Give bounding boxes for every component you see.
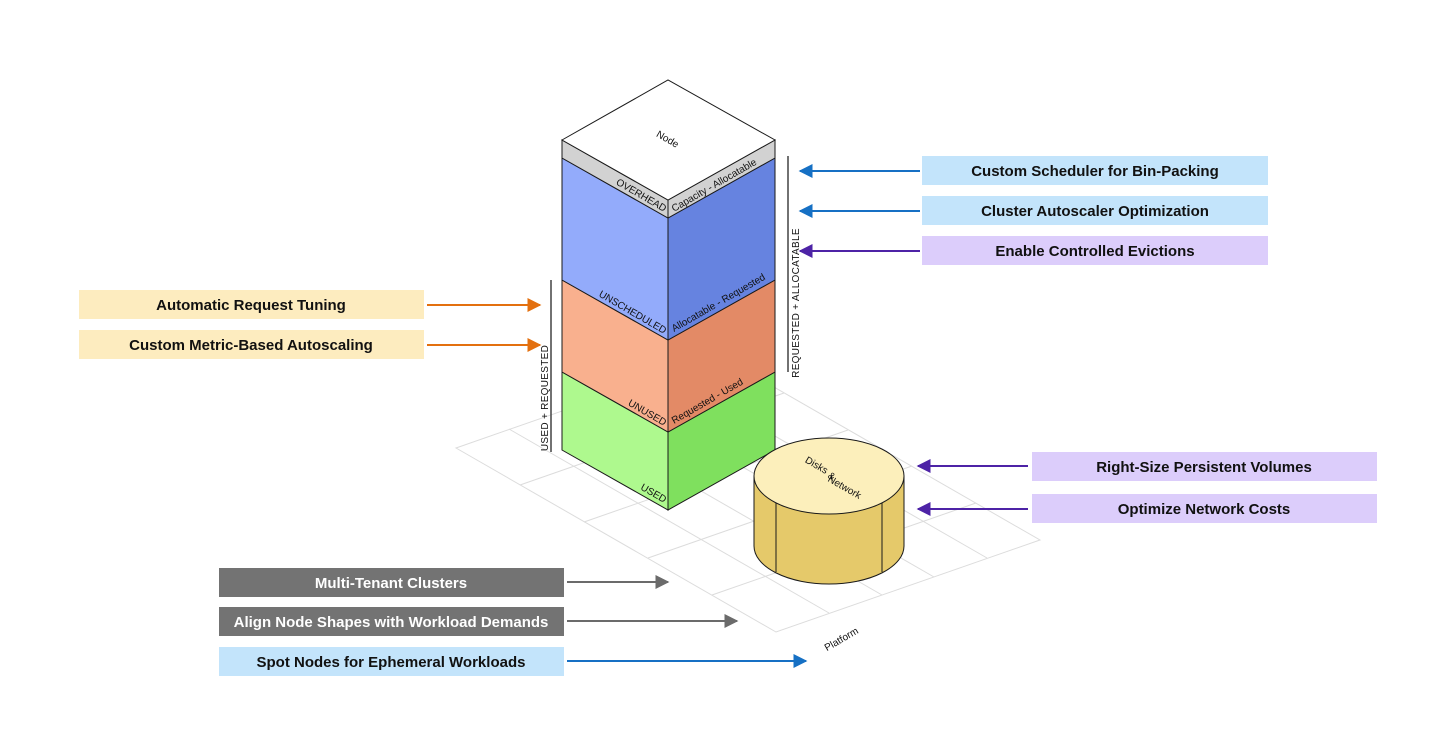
scheduler-callout: [922, 156, 1268, 185]
evictions-callout: [922, 236, 1268, 265]
request-tuning-callout: [79, 290, 424, 319]
spot-nodes-callout-text: Spot Nodes for Ephemeral Workloads: [257, 654, 526, 671]
request-tuning-callout-text: Automatic Request Tuning: [156, 297, 346, 314]
scheduler-callout-text: Custom Scheduler for Bin-Packing: [971, 163, 1219, 180]
disks-network-cylinder: [753, 437, 905, 585]
autoscaler-callout: [922, 196, 1268, 225]
persistent-volumes-callout-text: Right-Size Persistent Volumes: [1096, 459, 1312, 476]
requested-allocatable-label: REQUESTED + ALLOCATABLE: [791, 228, 802, 378]
node-shapes-callout-text: Align Node Shapes with Workload Demands: [234, 614, 549, 631]
disks-line2: &: [826, 470, 838, 483]
multi-tenant-callout: [219, 568, 564, 597]
evictions-callout-text: Enable Controlled Evictions: [995, 243, 1194, 260]
platform-label: Platform: [823, 626, 861, 654]
cylinder-top: [753, 437, 905, 515]
node-top: [560, 79, 777, 201]
network-costs-callout-text: Optimize Network Costs: [1118, 501, 1291, 518]
node-shapes-callout: [219, 607, 564, 636]
spot-nodes-callout: [219, 647, 564, 676]
used-requested-label: USED + REQUESTED: [540, 345, 551, 451]
metric-autoscaling-callout: [79, 330, 424, 359]
metric-autoscaling-callout-text: Custom Metric-Based Autoscaling: [129, 337, 373, 354]
node-column: [560, 79, 777, 511]
network-costs-callout: [1032, 494, 1377, 523]
multi-tenant-callout-text: Multi-Tenant Clusters: [315, 575, 467, 592]
persistent-volumes-callout: [1032, 452, 1377, 481]
autoscaler-callout-text: Cluster Autoscaler Optimization: [981, 203, 1209, 220]
